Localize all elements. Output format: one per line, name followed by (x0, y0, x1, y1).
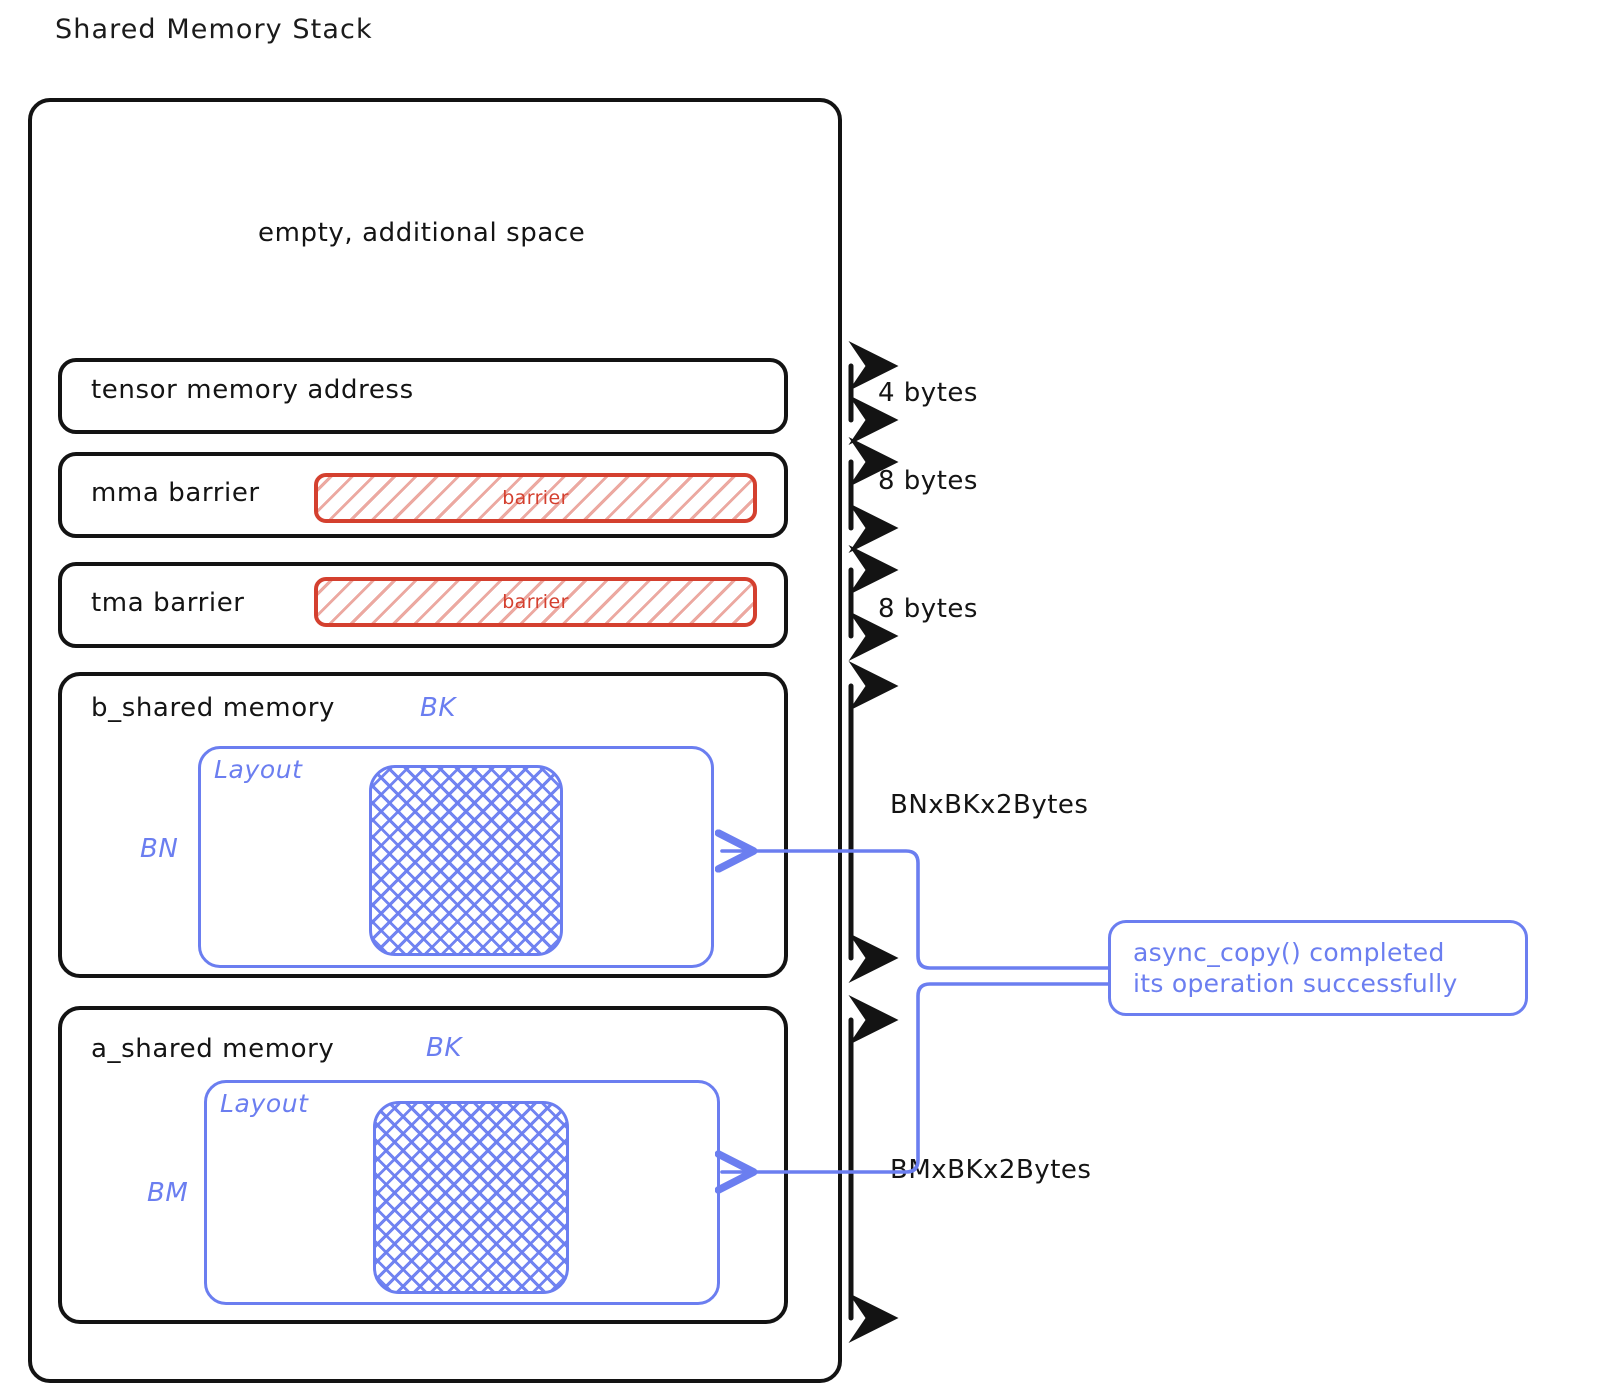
dimension-label-bk: BK (426, 1033, 463, 1063)
layout-region: Layout (198, 746, 714, 968)
barrier-region: barrier (314, 577, 757, 627)
memory-block-a-shared[interactable]: a_shared memory BK BM Layout (58, 1006, 788, 1324)
size-label-tensor-memory-address: 4 bytes (878, 378, 978, 408)
barrier-label: barrier (502, 487, 569, 509)
stack-row-tma-barrier[interactable]: tma barrier barrier (58, 562, 788, 648)
stack-row-mma-barrier[interactable]: mma barrier barrier (58, 452, 788, 538)
stack-row-label: tma barrier (91, 588, 245, 618)
callout-line-1: async_copy() completed (1133, 937, 1445, 967)
memory-block-label: a_shared memory (91, 1034, 335, 1064)
stack-row-label: mma barrier (91, 478, 260, 508)
layout-region: Layout (204, 1080, 720, 1305)
empty-space-label: empty, additional space (258, 218, 586, 248)
tile-hatch-region (369, 765, 563, 956)
callout-line-2: its operation successfully (1133, 969, 1458, 998)
dimension-label-bk: BK (420, 693, 457, 723)
layout-label: Layout (220, 1089, 309, 1118)
stack-row-label: tensor memory address (91, 375, 414, 405)
async-copy-callout: async_copy() completed its operation suc… (1108, 920, 1528, 1016)
size-label-b-shared: BNxBKx2Bytes (890, 790, 1089, 820)
dimension-label-bm: BM (147, 1178, 189, 1208)
memory-block-label: b_shared memory (91, 693, 335, 723)
size-label-tma-barrier: 8 bytes (878, 594, 978, 624)
page-title: Shared Memory Stack (55, 14, 373, 45)
dimension-label-bn: BN (140, 834, 179, 864)
size-label-a-shared: BMxBKx2Bytes (890, 1155, 1092, 1185)
tile-hatch-region (373, 1101, 569, 1294)
barrier-region: barrier (314, 473, 757, 523)
stack-row-tensor-memory-address[interactable]: tensor memory address (58, 358, 788, 434)
barrier-label: barrier (502, 591, 569, 613)
memory-block-b-shared[interactable]: b_shared memory BK BN Layout (58, 672, 788, 978)
size-label-mma-barrier: 8 bytes (878, 466, 978, 496)
layout-label: Layout (214, 755, 303, 784)
